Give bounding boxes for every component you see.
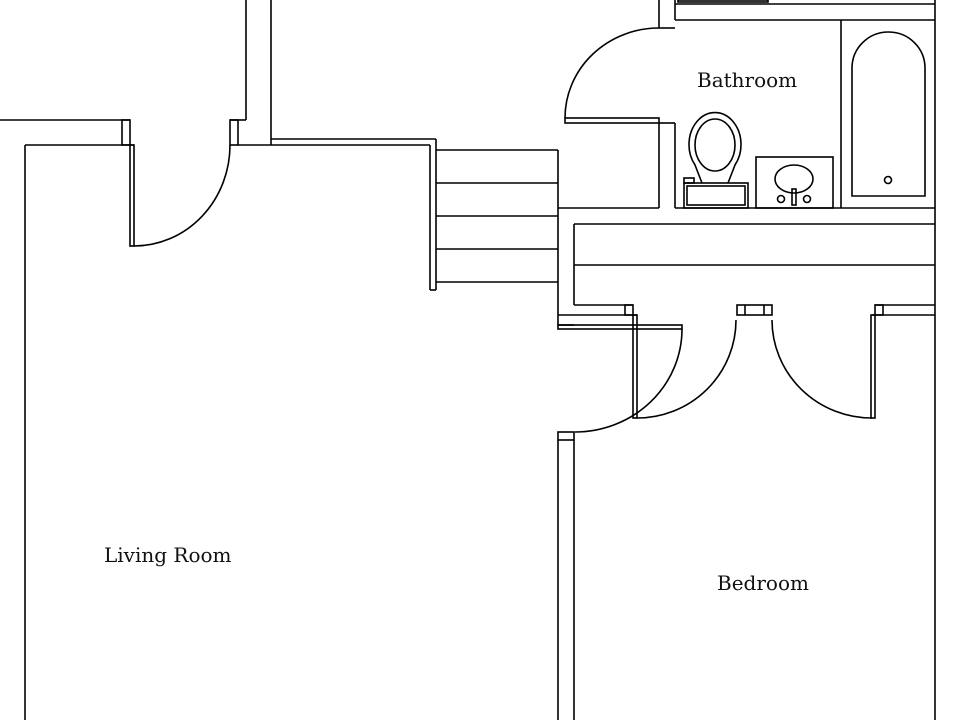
bedroom-label: Bedroom	[717, 571, 809, 595]
bathroom-walls	[558, 0, 936, 720]
stairs	[436, 149, 559, 325]
entry-door[interactable]	[129, 144, 231, 247]
bedroom-walls	[557, 431, 575, 720]
counter	[573, 223, 935, 305]
living-room-label: Living Room	[104, 543, 232, 567]
drain-icon	[883, 175, 893, 185]
bathroom-label: Bathroom	[697, 68, 797, 92]
bedroom-door[interactable]	[557, 324, 683, 433]
closet-walls	[558, 304, 935, 326]
living-room-walls	[0, 0, 437, 720]
toilet	[683, 111, 749, 209]
sink	[755, 156, 834, 209]
closet-door-left[interactable]	[632, 314, 737, 419]
closet-door-right[interactable]	[771, 314, 876, 419]
bathroom-door[interactable]	[564, 27, 660, 124]
bathtub	[851, 31, 926, 197]
